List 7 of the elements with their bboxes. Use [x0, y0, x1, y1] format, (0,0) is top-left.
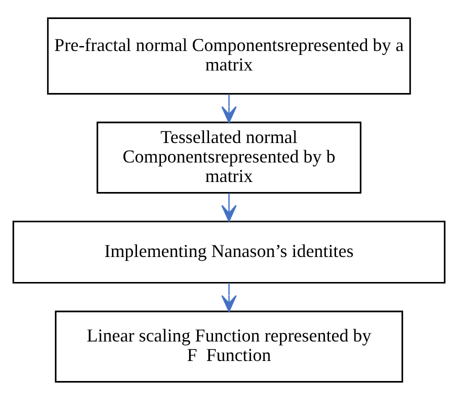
node-box: Linear scaling Function represented by F Function [54, 310, 404, 383]
arrow [221, 283, 237, 312]
node-box: Implementing Nanason’s identites [12, 220, 446, 284]
arrow [221, 193, 237, 222]
arrow [221, 94, 237, 124]
node-box: Pre-fractal normal Componentsrepresented by a matrix [47, 17, 411, 95]
node-box: Tessellated normal Componentsrepresented by b matrix [96, 122, 362, 194]
